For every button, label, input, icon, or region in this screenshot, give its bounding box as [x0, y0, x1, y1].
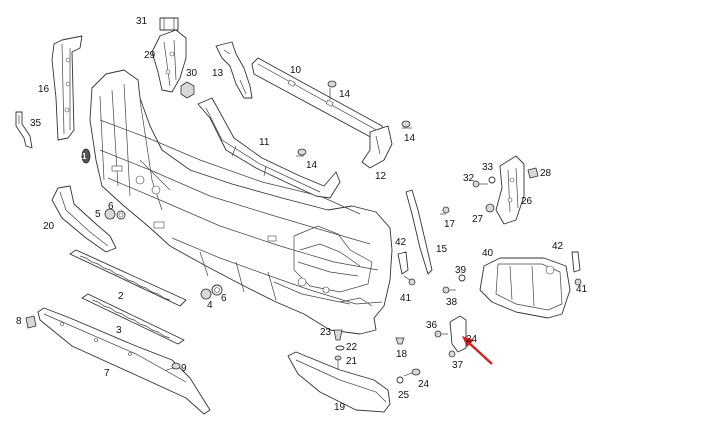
part-15-rod [405, 189, 433, 275]
callout-21: 21 [346, 356, 358, 367]
callout-5: 5 [95, 209, 101, 220]
part-4-plug [200, 288, 212, 300]
callout-4: 4 [207, 300, 213, 311]
part-27-bolt [485, 203, 495, 213]
part-9-bolt [165, 362, 181, 371]
callout-23: 23 [320, 327, 332, 338]
part-28-clip [527, 167, 539, 179]
part-34-bracket [449, 315, 467, 353]
part-31-clip [159, 17, 179, 31]
part-1-bumper-frame [89, 69, 393, 335]
callout-22: 22 [346, 342, 358, 353]
part-13-bracket [215, 41, 253, 99]
callout-14b: 14 [404, 133, 416, 144]
part-30-nut [180, 81, 195, 99]
part-29-bracket [151, 29, 187, 93]
part-19-trim [287, 351, 391, 413]
part-40-headlamp [479, 257, 571, 319]
part-24-bolt-a [403, 368, 421, 377]
callout-42a: 42 [395, 237, 407, 248]
part-5-plug [104, 208, 116, 220]
callout-42b: 42 [552, 241, 564, 252]
part-8-cap [25, 315, 37, 329]
callout-41b: 41 [576, 284, 588, 295]
callout-3: 3 [116, 325, 122, 336]
callout-26: 26 [521, 196, 533, 207]
callout-12: 12 [375, 171, 387, 182]
bolt-14b [401, 120, 412, 129]
callout-25: 25 [398, 390, 410, 401]
part-23-clip [333, 329, 343, 341]
part-25-washer [396, 376, 404, 384]
callout-29: 29 [144, 50, 156, 61]
part-18-clip [395, 337, 405, 345]
callout-31: 31 [136, 16, 148, 27]
part-1-marker [81, 148, 91, 164]
part-6-ring-b [211, 284, 223, 296]
part-32-bolt [472, 180, 488, 188]
part-21-bolt [334, 355, 342, 370]
callout-38: 38 [446, 297, 458, 308]
part-16-bracket [51, 35, 83, 141]
part-10-rail [251, 57, 385, 141]
callout-19: 19 [334, 402, 346, 413]
part-26-bracket [495, 155, 525, 225]
callout-33: 33 [482, 162, 494, 173]
highlight-arrow [462, 336, 493, 365]
part-39-washer [458, 274, 466, 282]
callout-8: 8 [16, 316, 22, 327]
callout-30: 30 [186, 68, 198, 79]
callout-20: 20 [43, 221, 55, 232]
part-37-nut [448, 350, 456, 358]
callout-36: 36 [426, 320, 438, 331]
part-6-ring-a [116, 210, 126, 220]
bolt-14c [296, 148, 307, 157]
callout-1: 1 [82, 152, 87, 161]
callout-6a: 6 [108, 201, 114, 212]
callout-32: 32 [463, 173, 475, 184]
part-35-bracket [15, 111, 33, 149]
callout-24b: 24 [466, 334, 478, 345]
part-3-strip [81, 293, 185, 345]
part-20-trim [51, 185, 117, 253]
part-41-bolt-a [403, 275, 416, 286]
callout-2: 2 [118, 291, 124, 302]
callout-15: 15 [436, 244, 448, 255]
callout-40: 40 [482, 248, 494, 259]
callout-28: 28 [540, 168, 552, 179]
bolt-14a [327, 80, 337, 100]
part-36-bolt [434, 330, 448, 338]
callout-14a: 14 [339, 89, 351, 100]
callout-35: 35 [30, 118, 42, 129]
callout-10: 10 [290, 65, 302, 76]
part-22-washer [335, 345, 345, 351]
callout-6b: 6 [221, 293, 227, 304]
callout-39: 39 [455, 265, 467, 276]
part-12-bracket [361, 125, 393, 169]
part-33-washer [488, 176, 496, 184]
callout-17: 17 [444, 219, 456, 230]
part-42-clip-a [397, 251, 409, 275]
callout-9: 9 [181, 363, 187, 374]
callout-27: 27 [472, 214, 484, 225]
part-2-strip [69, 249, 187, 307]
callout-16: 16 [38, 84, 50, 95]
part-42-clip-b [571, 251, 581, 273]
callout-13: 13 [212, 68, 224, 79]
part-41-bolt-b [574, 278, 582, 286]
part-11-bar [197, 97, 341, 199]
callout-11: 11 [259, 137, 270, 148]
callout-18: 18 [396, 349, 408, 360]
part-38-bolt [442, 286, 456, 294]
part-17-bolt [440, 206, 450, 215]
callout-14c: 14 [306, 160, 318, 171]
callout-24a: 24 [418, 379, 430, 390]
callout-37: 37 [452, 360, 464, 371]
callout-41a: 41 [400, 293, 412, 304]
callout-7: 7 [104, 368, 110, 379]
part-7-plate [37, 307, 211, 415]
